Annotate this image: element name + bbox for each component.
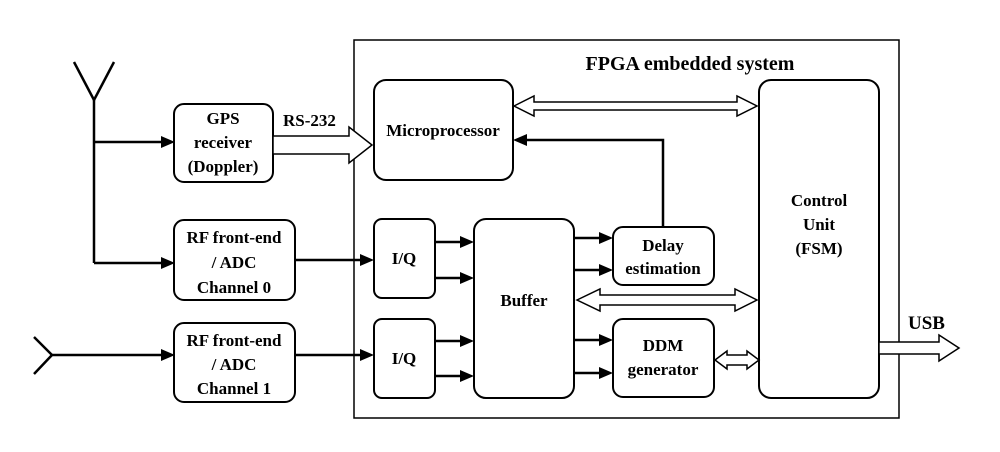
rf-frontend-channel-0-block: RF front-end / ADC Channel 0 bbox=[173, 219, 296, 301]
rs232-link-arrow bbox=[272, 125, 374, 165]
microprocessor-control-link-arrow bbox=[512, 94, 759, 118]
gps-receiver-block: GPS receiver (Doppler) bbox=[173, 103, 274, 183]
rf-frontend-channel-1-block: RF front-end / ADC Channel 1 bbox=[173, 322, 296, 403]
ddm-line-1: DDM bbox=[643, 336, 684, 355]
control-line-2: Unit bbox=[803, 215, 835, 234]
iq1-label: I/Q bbox=[392, 349, 417, 368]
antenna-to-rf1-arrow bbox=[161, 349, 175, 361]
rf1-line-1: RF front-end bbox=[187, 331, 282, 350]
microprocessor-block: Microprocessor bbox=[373, 79, 514, 181]
antenna-to-gps-arrow bbox=[94, 136, 175, 148]
rf0-line-1: RF front-end bbox=[187, 228, 282, 247]
delay-estimation-block: Delay estimation bbox=[612, 226, 715, 286]
delay-line-2: estimation bbox=[625, 259, 701, 278]
antenna-top-icon bbox=[72, 61, 116, 263]
gps-line-3: (Doppler) bbox=[188, 157, 259, 176]
iq-channel-1-block: I/Q bbox=[373, 318, 436, 399]
fpga-frame bbox=[353, 39, 900, 419]
delay-to-microprocessor-arrow bbox=[513, 134, 665, 227]
iq0-to-buffer-arrow-q bbox=[435, 272, 474, 284]
ddm-generator-block: DDM generator bbox=[612, 318, 715, 398]
iq-channel-0-block: I/Q bbox=[373, 218, 436, 299]
buffer-label: Buffer bbox=[500, 291, 548, 310]
antenna-bottom-icon bbox=[33, 336, 165, 375]
ddm-line-2: generator bbox=[628, 360, 699, 379]
buffer-to-ddm-arrow-1 bbox=[574, 334, 613, 346]
rf1-line-2: / ADC bbox=[211, 355, 257, 374]
iq0-to-buffer-arrow-i bbox=[435, 236, 474, 248]
ddm-control-link-arrow bbox=[713, 349, 761, 371]
iq0-label: I/Q bbox=[392, 249, 417, 268]
buffer-block: Buffer bbox=[473, 218, 575, 399]
delay-line-1: Delay bbox=[642, 236, 684, 255]
rf1-line-3: Channel 1 bbox=[197, 379, 271, 398]
rf0-line-2: / ADC bbox=[211, 253, 257, 272]
antenna-to-rf0-arrow bbox=[94, 257, 175, 269]
iq1-to-buffer-arrow-q bbox=[435, 370, 474, 382]
usb-output-arrow bbox=[878, 333, 961, 363]
rs232-label: RS-232 bbox=[283, 111, 336, 130]
rf0-line-3: Channel 0 bbox=[197, 278, 271, 297]
fpga-frame-title: FPGA embedded system bbox=[586, 53, 795, 75]
buffer-control-link-arrow bbox=[575, 287, 759, 313]
rf1-to-iq1-arrow bbox=[295, 349, 374, 361]
buffer-to-ddm-arrow-2 bbox=[574, 367, 613, 379]
usb-label: USB bbox=[908, 313, 945, 334]
gps-line-2: receiver bbox=[194, 133, 253, 152]
control-line-3: (FSM) bbox=[795, 239, 842, 258]
buffer-to-delay-arrow-1 bbox=[574, 232, 613, 244]
iq1-to-buffer-arrow-i bbox=[435, 335, 474, 347]
gps-line-1: GPS bbox=[206, 109, 239, 128]
rf0-to-iq0-arrow bbox=[295, 254, 374, 266]
buffer-to-delay-arrow-2 bbox=[574, 264, 613, 276]
microprocessor-label: Microprocessor bbox=[386, 121, 500, 140]
control-unit-block: Control Unit (FSM) bbox=[758, 79, 880, 399]
control-line-1: Control bbox=[791, 191, 848, 210]
